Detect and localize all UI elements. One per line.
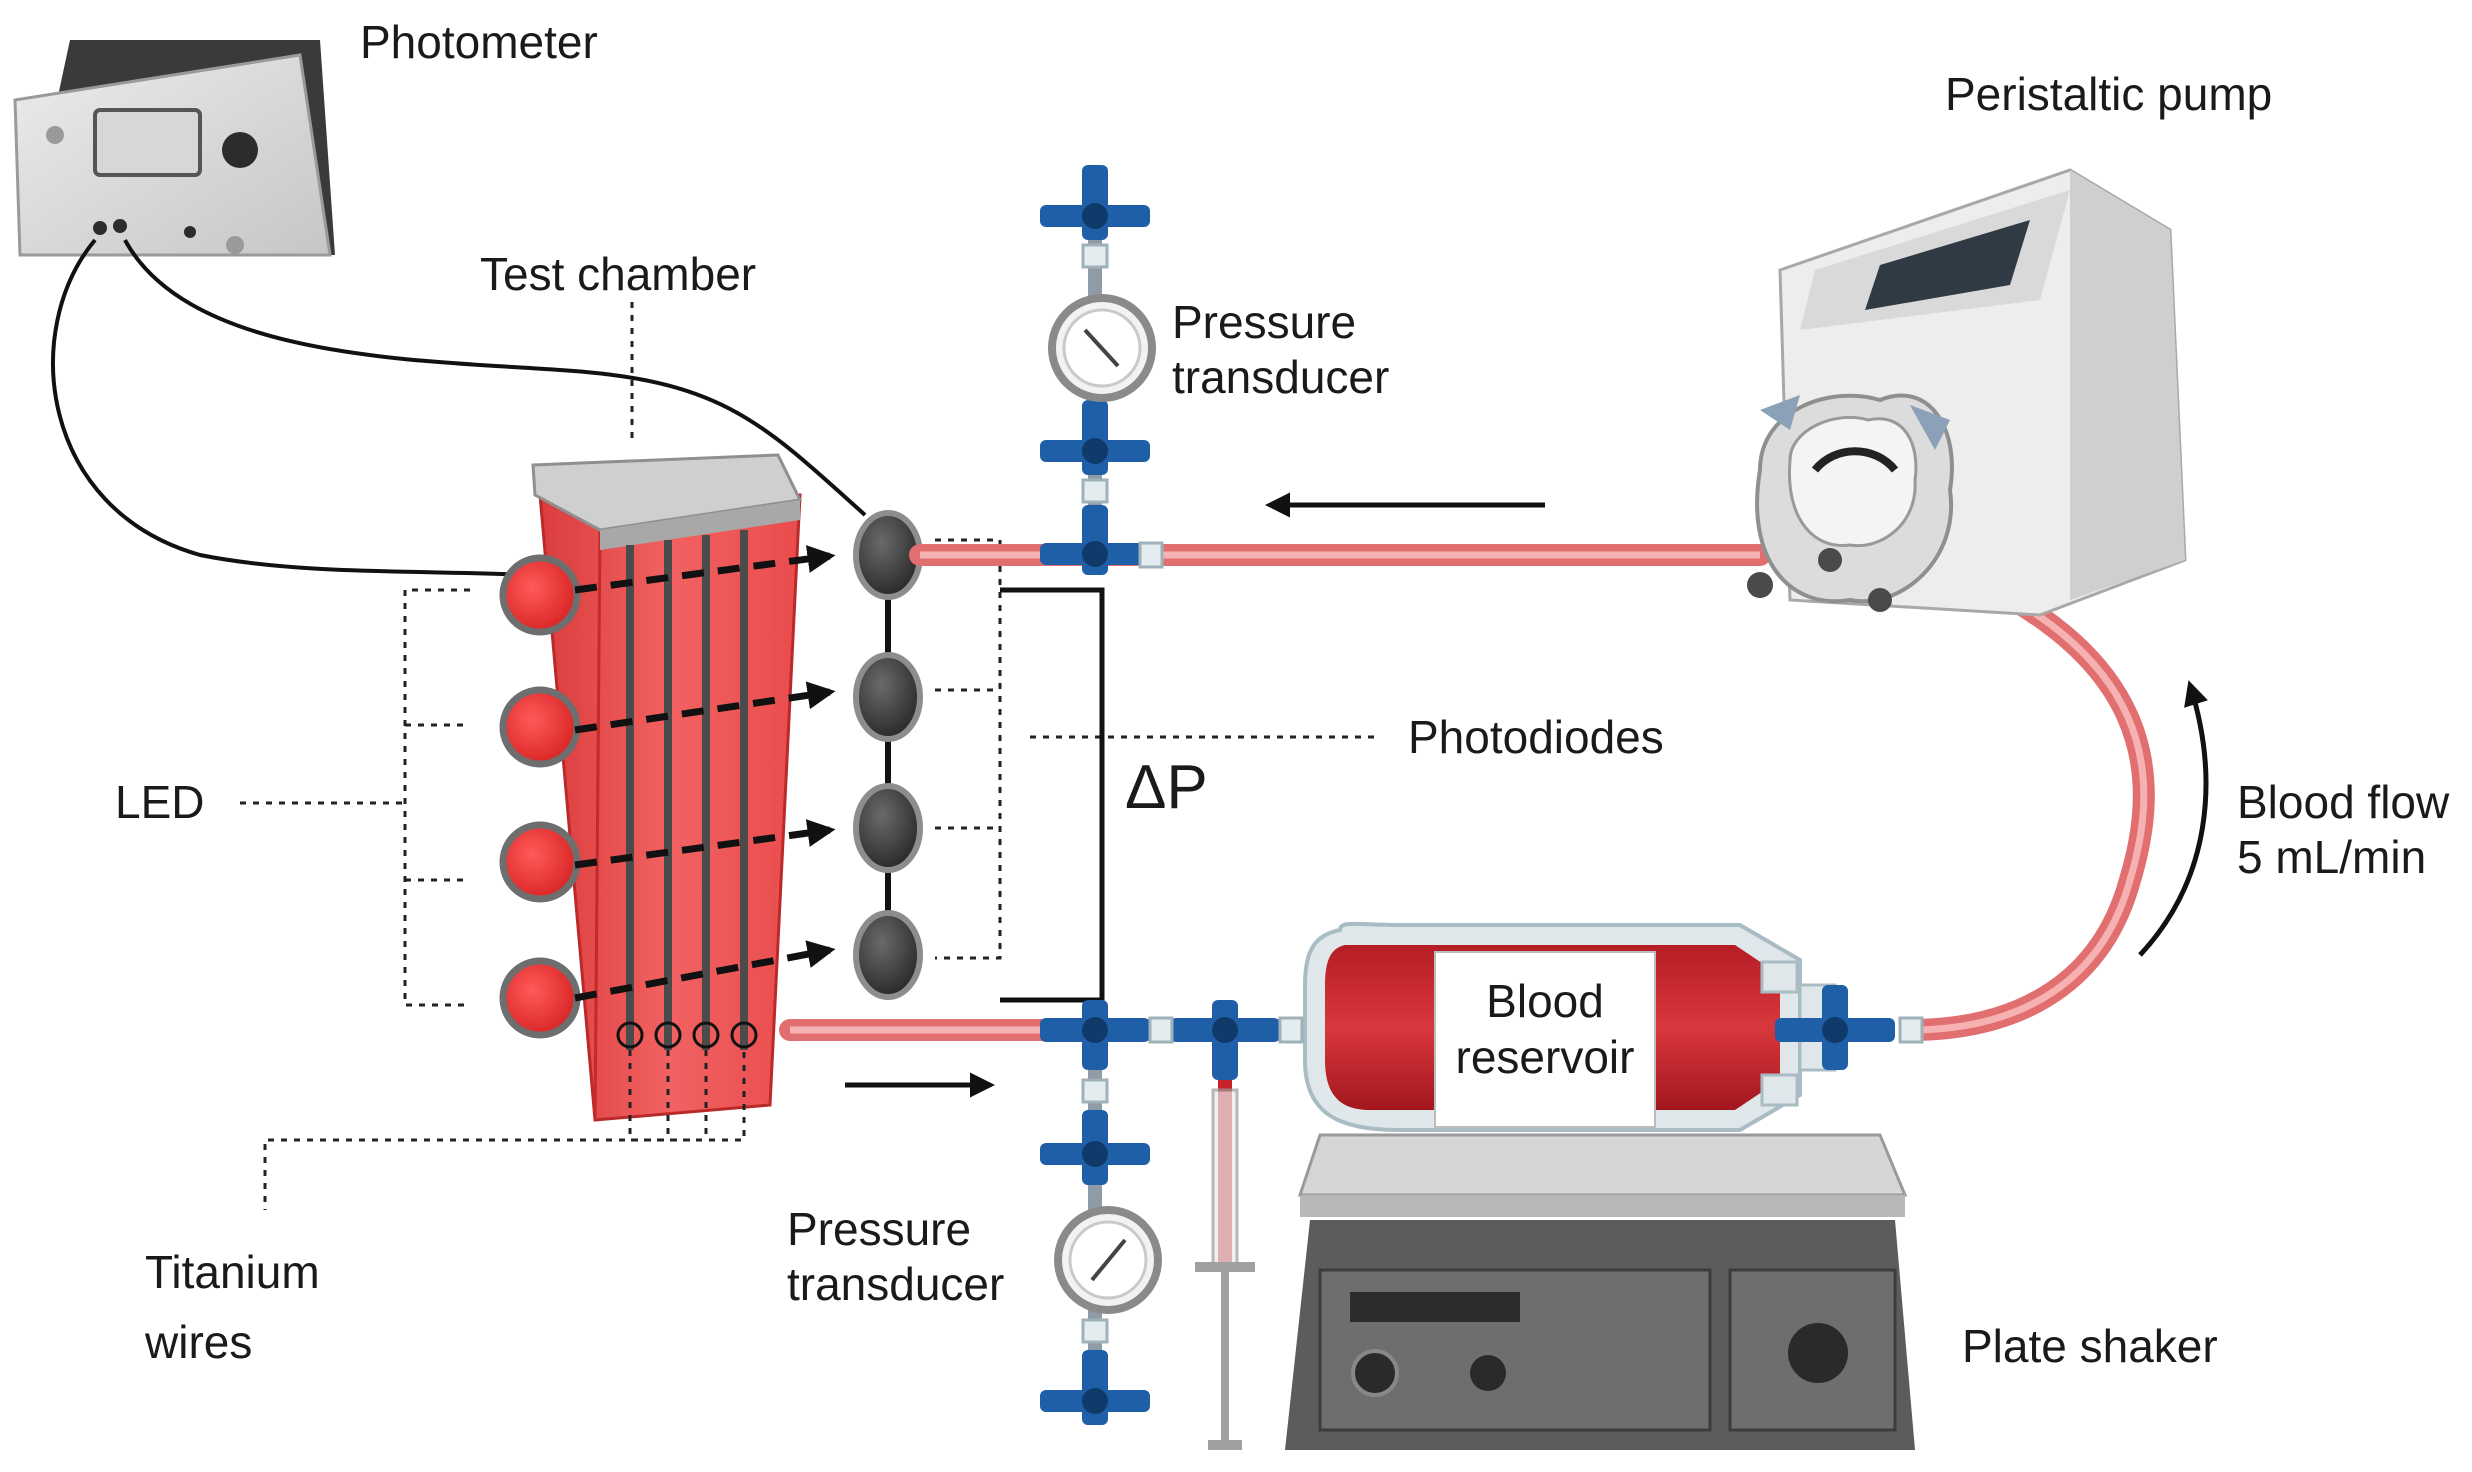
syringe-port-valve xyxy=(1170,1000,1280,1080)
pressure-transducer-top-label-2: transducer xyxy=(1172,351,1389,403)
blood-flow-label-1: Blood flow xyxy=(2237,776,2450,828)
photometer-cable-led xyxy=(51,238,531,577)
pressure-transducer-bottom-label-2: transducer xyxy=(787,1258,1004,1310)
titanium-wires xyxy=(626,530,748,1050)
photodiode-leader: Photodiodes xyxy=(935,538,1664,960)
wire-loops xyxy=(616,1021,758,1049)
delta-p-label: ΔP xyxy=(1125,753,1208,822)
plate-shaker xyxy=(1285,1133,1915,1450)
led-leader: LED xyxy=(115,588,470,1007)
photometer xyxy=(13,40,335,257)
led-label: LED xyxy=(115,776,204,828)
photometer-cable-photodiode xyxy=(123,239,867,517)
test-chamber-label: Test chamber xyxy=(480,248,756,300)
pressure-transducer-bottom xyxy=(1040,1000,1162,1425)
photometer-label: Photometer xyxy=(360,16,598,68)
delta-p-bracket: ΔP xyxy=(1000,587,1208,1003)
pressure-transducer-top xyxy=(1040,165,1156,575)
flow-arrow-curved xyxy=(2138,680,2209,957)
titanium-wires-label-2: wires xyxy=(144,1316,252,1368)
titanium-wires-leader: Titanium wires xyxy=(144,1050,746,1368)
pressure-transducer-top-label-1: Pressure xyxy=(1172,296,1356,348)
blood-reservoir xyxy=(1303,921,1895,1132)
peristaltic-pump-label: Peristaltic pump xyxy=(1945,68,2272,120)
titanium-wires-label-1: Titanium xyxy=(145,1246,320,1298)
photodiode-array xyxy=(853,510,923,1000)
tube-connectors xyxy=(1081,243,1924,1344)
blood-flow-label-2: 5 mL/min xyxy=(2237,831,2426,883)
pressure-transducer-bottom-label-1: Pressure xyxy=(787,1203,971,1255)
peristaltic-pump xyxy=(1747,168,2187,617)
blood-reservoir-label-1: Blood xyxy=(1486,975,1604,1027)
plate-shaker-label: Plate shaker xyxy=(1962,1320,2218,1372)
syringe xyxy=(1195,1088,1255,1450)
light-paths xyxy=(574,545,836,1002)
photodiodes-label: Photodiodes xyxy=(1408,711,1664,763)
blood-reservoir-label-2: reservoir xyxy=(1456,1031,1635,1083)
